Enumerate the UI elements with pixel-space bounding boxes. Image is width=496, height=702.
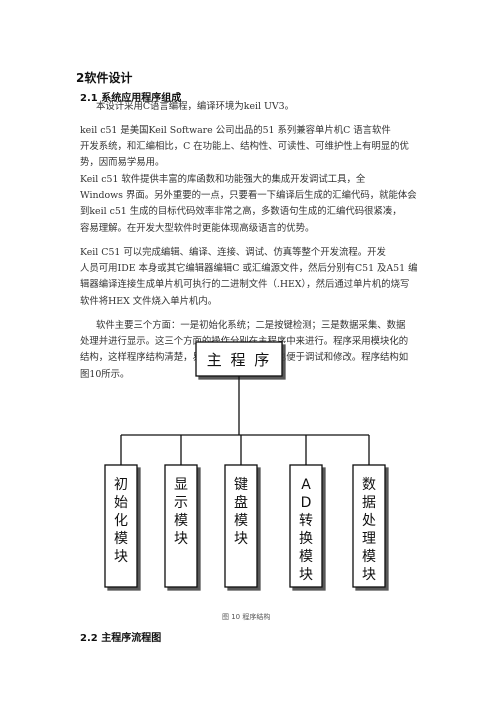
paragraph: keil c51 是美国Keil Software 公司出品的51 系列兼容单片…: [80, 123, 420, 172]
paragraph: 本设计采用C语言编程，编译环境为keil UV3。: [80, 99, 420, 115]
subsection-heading-2-2: 2.2 主程序流程图: [80, 633, 162, 644]
module-label: 数据处理模块: [362, 477, 376, 583]
paragraph-line: Keil c51 软件提供丰富的库函数和功能强大的集成开发调试工具，全: [80, 174, 366, 185]
connector-lines: [120, 376, 370, 465]
figure-caption: 图 10 程序结构: [222, 613, 271, 621]
paragraph-line: 辑器编译连接生成单片机可执行的二进制文件（.HEX），然后通过单片机的烧写: [80, 279, 410, 291]
paragraph-line: 到keil c51 生成的目标代码效率非常之高，多数语句生成的汇编代码很紧凑，: [80, 206, 402, 218]
paragraph-line: keil c51 是美国Keil Software 公司出品的51 系列兼容单片…: [80, 125, 391, 136]
paragraph-line: 人员可用IDE 本身或其它编辑器编辑C 或汇编源文件，然后分别有C51 及A51…: [80, 263, 418, 275]
paragraph: Keil c51 软件提供丰富的库函数和功能强大的集成开发调试工具，全 Windo…: [80, 172, 420, 237]
subsection-heading-2-1: 2.1 系统应用程序组成: [80, 93, 182, 104]
main-program-box: 主 程 序: [195, 341, 283, 377]
section-heading: 2软件设计: [76, 71, 133, 85]
paragraph-line: 容易理解。在开发大型软件时更能体现高级语言的优势。: [80, 222, 315, 234]
module-label: 键盘模块: [234, 477, 248, 547]
main-program-label: 主 程 序: [207, 351, 272, 369]
module-box: 初始化模块: [104, 464, 138, 588]
paragraph-line: 软件将HEX 文件烧入单片机内。: [80, 295, 218, 307]
paragraph-line: 软件主要三个方面：一是初始化系统；二是按键检测；三是数据采集、数据: [96, 320, 406, 331]
paragraph-line: 势，因而易学易用。: [80, 157, 165, 169]
module-box: 键盘模块: [224, 464, 258, 588]
paragraph-line: 本设计采用C语言编程，编译环境为keil UV3。: [96, 101, 295, 112]
module-label: 初始化模块: [114, 476, 128, 565]
paragraph-line: Keil C51 可以完成编辑、编译、连接、调试、仿真等整个开发流程。开发: [80, 247, 386, 258]
module-label: 显示模块: [174, 477, 188, 547]
module-box: 显示模块: [164, 464, 198, 588]
paragraph: Keil C51 可以完成编辑、编译、连接、调试、仿真等整个开发流程。开发人员可…: [80, 245, 420, 310]
paragraph-line: 开发系统，和汇编相比，C 在功能上、结构性、可读性、可维护性上有明显的优: [80, 141, 409, 153]
paragraph-line: Windows 界面。另外重要的一点，只要看一下编译后生成的汇编代码，就能体会: [80, 190, 417, 202]
paragraph-line: 图10所示。: [80, 368, 130, 380]
module-box: 数据处理模块: [352, 464, 386, 588]
